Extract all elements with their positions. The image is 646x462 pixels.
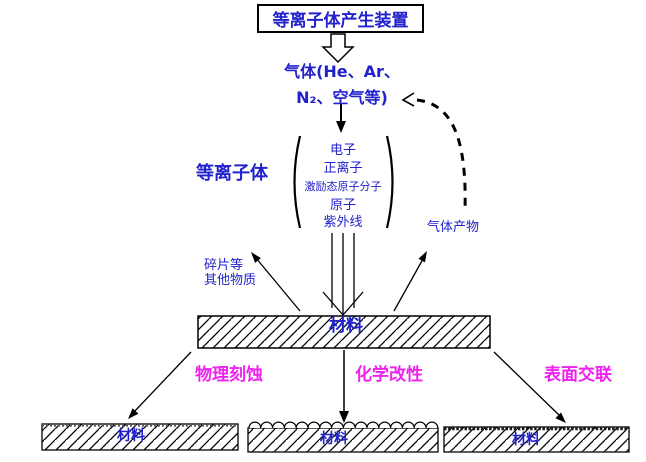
gas-to-plasma-arrow [336, 103, 346, 133]
plasma-component-electron: 电子 [329, 143, 356, 158]
gas-line2: N₂、空气等) [296, 88, 388, 107]
gas-products-out-arrow [393, 251, 427, 312]
scalloped-edge [248, 421, 439, 429]
fragments-line1: 碎片等 [204, 258, 244, 273]
plasma-label: 等离子体 [196, 163, 268, 184]
plasma-component-atom: 原子 [329, 198, 356, 213]
result-bar-crosslinked [443, 426, 630, 453]
plasma-component-positive-ion: 正离子 [323, 161, 363, 176]
result-bar-etched [41, 423, 239, 451]
chemical-modification-arrow [339, 350, 349, 423]
process-label-chemical-modification: 化学改性 [355, 365, 423, 385]
plasma-component-excited-atoms: 激励态原子分子 [304, 180, 382, 193]
fragments-line2: 其他物质 [204, 272, 257, 288]
gas-products-label: 气体产物 [427, 220, 480, 235]
gas-line1: 气体(He、Ar、 [284, 62, 400, 81]
plasma-to-material-arrow [322, 233, 364, 316]
hollow-down-arrow-icon [321, 33, 355, 64]
material-bar-label: 材料 [329, 316, 363, 336]
result-bar-modified [247, 421, 439, 453]
plasma-component-uv: 紫外线 [323, 215, 363, 230]
gas-products-recycle-arc [401, 92, 467, 212]
fragments-label: 碎片等 其他物质 [204, 258, 257, 289]
parentheses [293, 135, 394, 229]
gas-label: 气体(He、Ar、 N₂、空气等) [256, 59, 428, 111]
result-bar-label-modified: 材料 [320, 431, 348, 447]
process-label-surface-crosslink: 表面交联 [544, 365, 612, 385]
fragments-out-arrow [251, 252, 301, 312]
material-bar [197, 315, 491, 349]
result-bar-label-crosslinked: 材料 [512, 432, 540, 448]
physical-etching-arrow [128, 351, 192, 419]
plasma-generator-box: 等离子体产生装置 [257, 4, 424, 33]
process-label-physical-etching: 物理刻蚀 [195, 365, 263, 385]
plasma-generator-label: 等离子体产生装置 [272, 11, 409, 31]
surface-crosslink-arrow [493, 351, 566, 423]
result-bar-label-etched: 材料 [117, 428, 145, 444]
